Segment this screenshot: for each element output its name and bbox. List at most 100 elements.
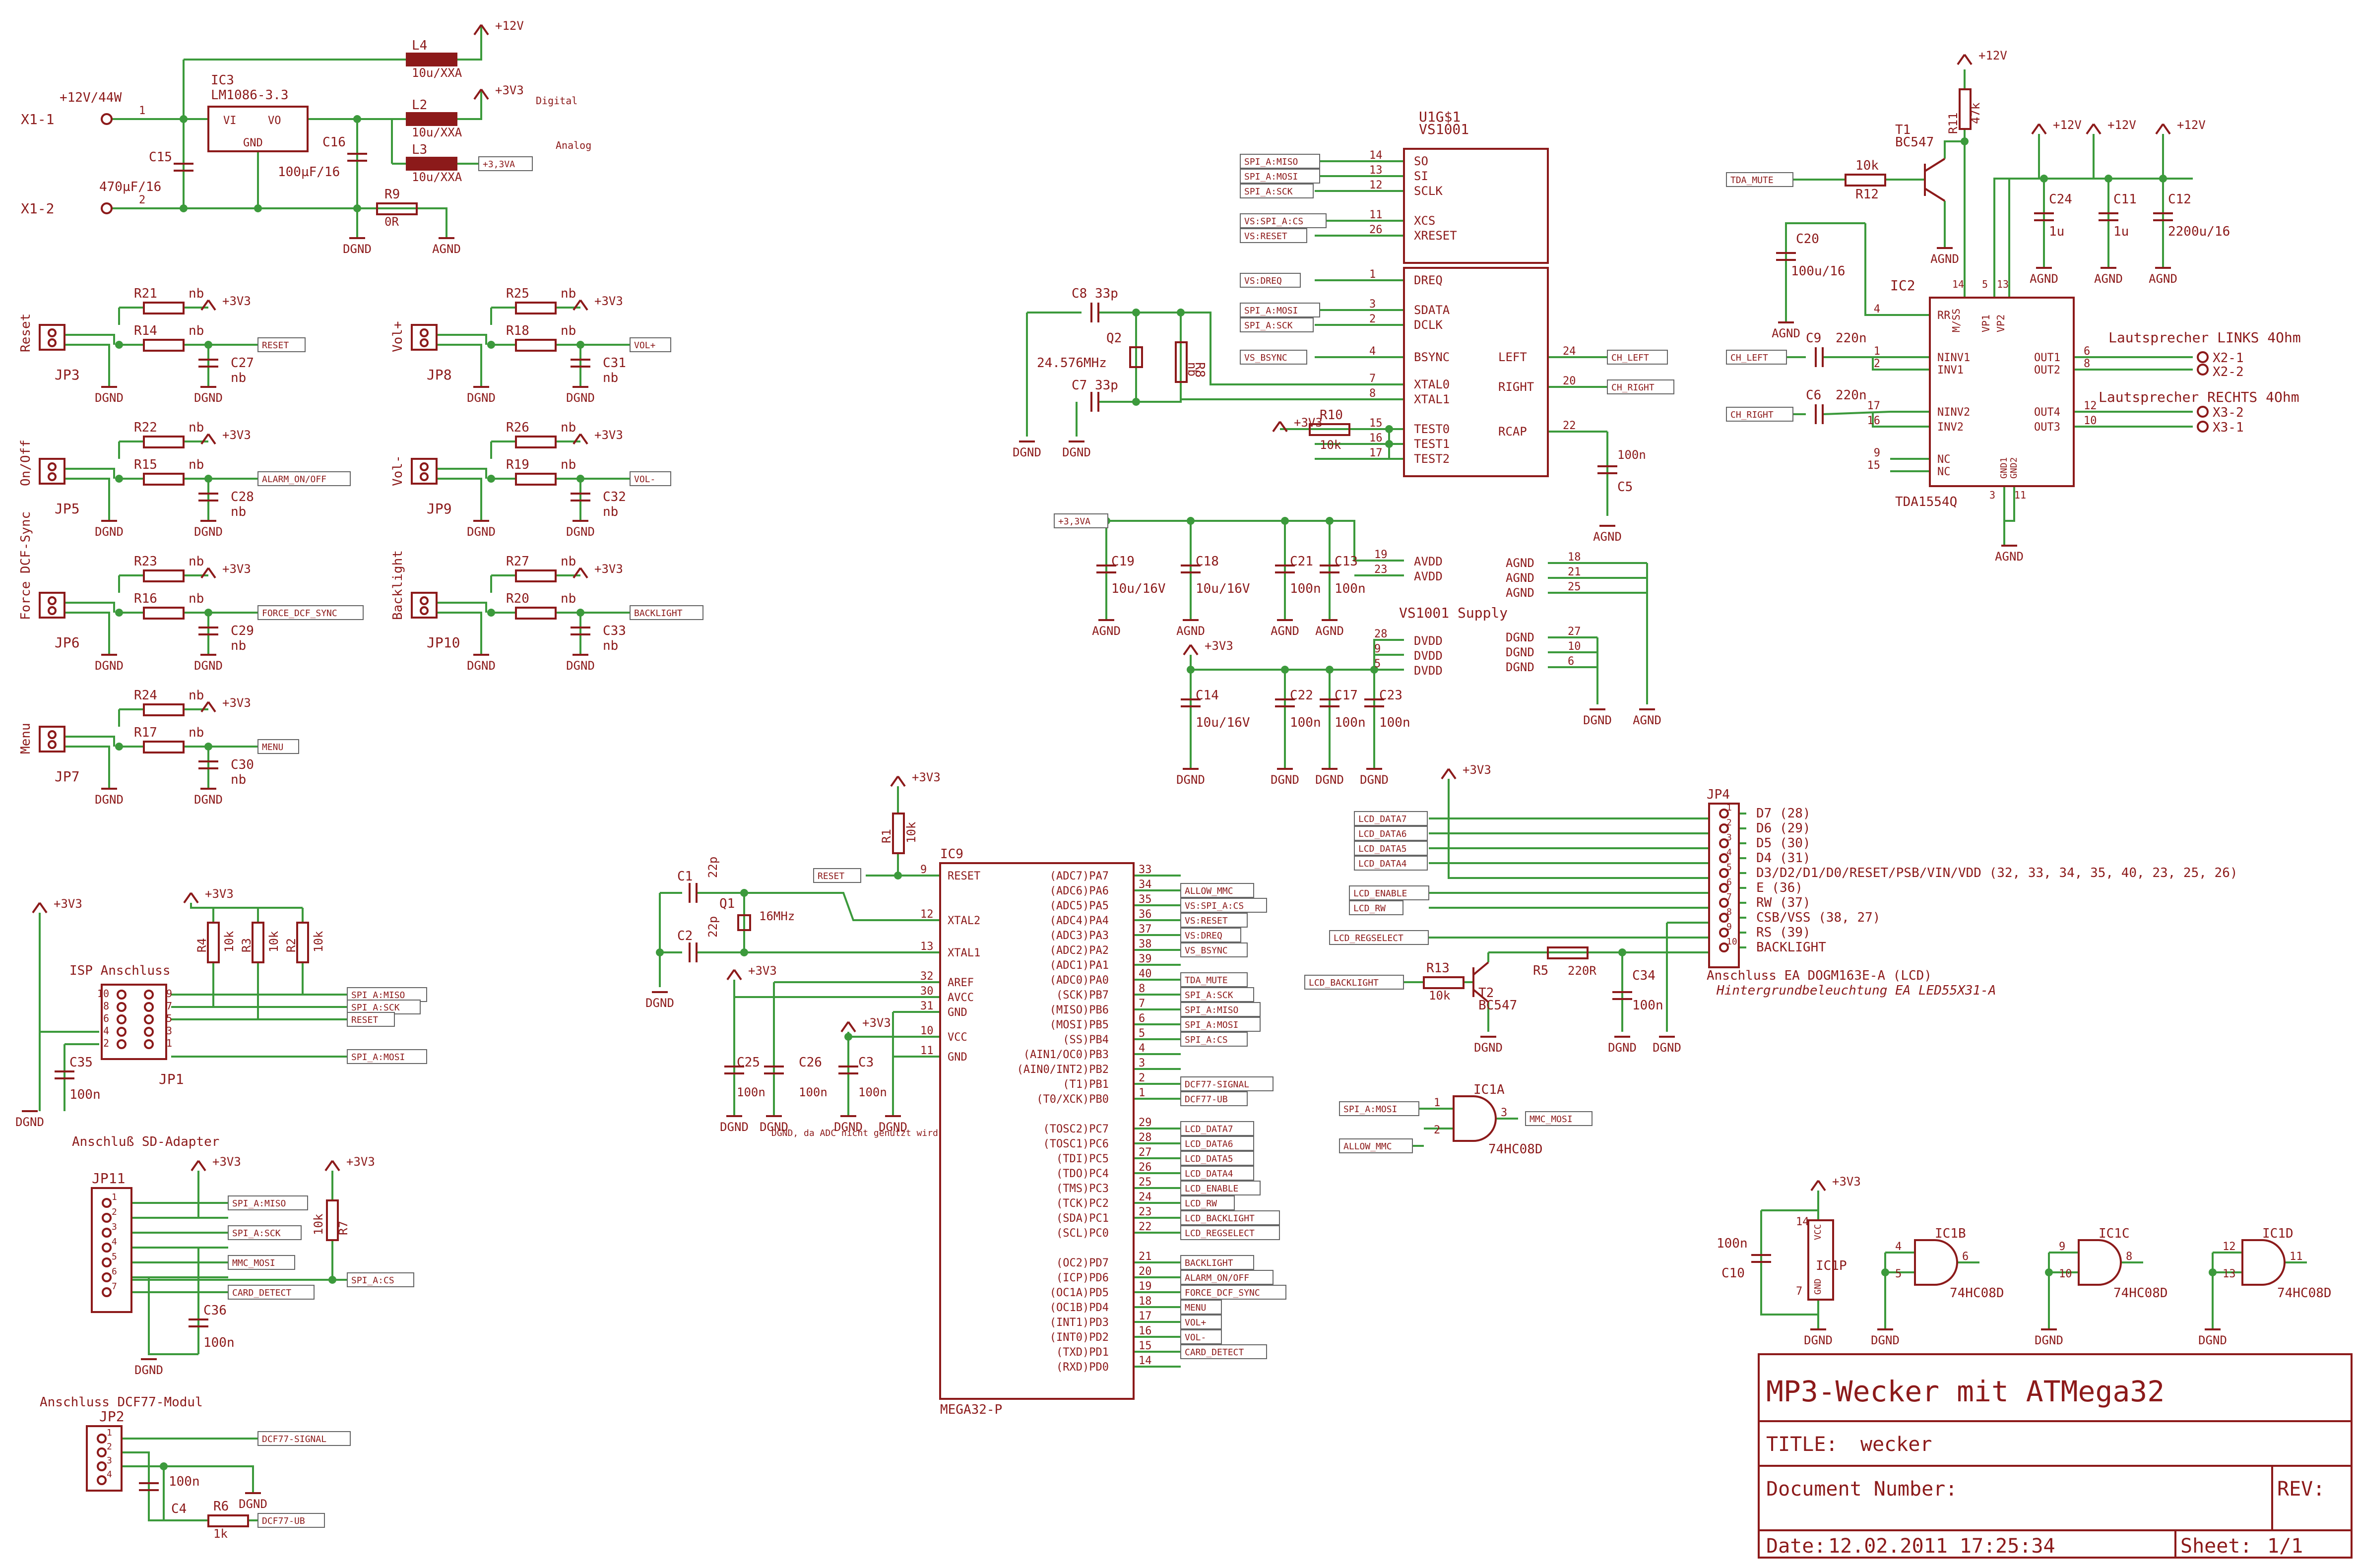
vs-pin-name: XTAL0 bbox=[1414, 377, 1450, 391]
label: JP2 bbox=[99, 1408, 125, 1425]
ground-label: DGND bbox=[1474, 1041, 1503, 1055]
vs1001-lower bbox=[1403, 267, 1549, 477]
label: 14 bbox=[1952, 278, 1964, 290]
label: 1k bbox=[213, 1527, 228, 1541]
supply-arrow bbox=[847, 1021, 856, 1033]
label: 4 bbox=[1874, 303, 1880, 315]
wire bbox=[437, 334, 487, 345]
lcd-pin bbox=[1719, 809, 1729, 818]
mcu-net-label: LCD_DATA6 bbox=[1185, 1139, 1233, 1149]
net-flag bbox=[1607, 379, 1674, 394]
vs1001-upper bbox=[1403, 148, 1549, 264]
resistor-r8 bbox=[1175, 341, 1188, 383]
label: AVCC bbox=[948, 992, 974, 1004]
isp-pin bbox=[117, 1039, 127, 1049]
label: 100n bbox=[1632, 998, 1663, 1013]
supply-label: +12V bbox=[1978, 49, 2007, 63]
supply-arrow bbox=[1183, 644, 1192, 656]
label: IC1P bbox=[1816, 1258, 1847, 1273]
crystal-q2 bbox=[1129, 346, 1143, 368]
label: 27 bbox=[1139, 1146, 1152, 1159]
label: Lautsprecher LINKS 4Ohm bbox=[2108, 329, 2301, 346]
resistor-R23 bbox=[143, 569, 185, 582]
net-label: LCD_DATA7 bbox=[1358, 814, 1407, 824]
label: 10k bbox=[1320, 438, 1341, 452]
ground-label: AGND bbox=[432, 242, 461, 256]
junction bbox=[160, 1462, 168, 1470]
ground-label: DGND bbox=[834, 1120, 863, 1134]
button-side-label: Vol- bbox=[390, 455, 405, 486]
header-pin bbox=[48, 472, 57, 481]
junction bbox=[740, 889, 748, 897]
supply-arrow bbox=[190, 892, 199, 904]
mcu-net-label: SPI_A:MOSI bbox=[1185, 1020, 1238, 1030]
net-flag bbox=[228, 1255, 295, 1270]
label: (TXD)PD1 bbox=[1056, 1346, 1109, 1359]
sheet-label: Sheet: bbox=[2180, 1535, 2252, 1558]
button-side-label: Backlight bbox=[390, 550, 405, 620]
label: BC547 bbox=[1478, 998, 1517, 1013]
vs-pin-num: 13 bbox=[1369, 164, 1383, 177]
label: 6 bbox=[112, 1266, 117, 1277]
net-label: MMC_MOSI bbox=[232, 1258, 275, 1268]
resistor-r13 bbox=[1423, 976, 1465, 989]
label: 220n bbox=[1836, 388, 1867, 403]
lcd-pin bbox=[1719, 868, 1729, 878]
label: OUT1 bbox=[2034, 352, 2060, 364]
label: C30 bbox=[231, 757, 254, 772]
net-label: VOL+ bbox=[634, 340, 656, 351]
mcu-net-label: LCD_ENABLE bbox=[1185, 1184, 1238, 1194]
junction bbox=[2209, 1268, 2217, 1276]
vs-supply-label: VS1001 Supply bbox=[1399, 605, 1508, 621]
label: 2 bbox=[1434, 1124, 1440, 1136]
net-label: CH_LEFT bbox=[1611, 353, 1649, 363]
net-label: CH_LEFT bbox=[1730, 353, 1768, 363]
label: 14 bbox=[1796, 1216, 1809, 1228]
vs-net-label: VS:SPI_A:CS bbox=[1244, 216, 1303, 227]
wire bbox=[1760, 1210, 1818, 1316]
label: 33 bbox=[1139, 864, 1152, 876]
title-label: TITLE: bbox=[1766, 1433, 1838, 1456]
label: R25 bbox=[506, 286, 529, 301]
wire bbox=[64, 334, 115, 345]
label: 8 bbox=[2126, 1251, 2132, 1263]
header-pin bbox=[48, 606, 57, 615]
vs-pin-num: 4 bbox=[1369, 345, 1376, 358]
supply-arrow bbox=[726, 969, 735, 981]
label: C23 bbox=[1379, 688, 1402, 703]
ground-label: DGND bbox=[15, 1115, 44, 1129]
label: 100n bbox=[858, 1085, 887, 1099]
label: 220R bbox=[1568, 964, 1596, 978]
label: 10k bbox=[312, 931, 325, 952]
label: 10 bbox=[2059, 1268, 2072, 1280]
label: (SDA)PC1 bbox=[1056, 1212, 1109, 1225]
vs-pin-name: XRESET bbox=[1414, 229, 1457, 243]
label: nb bbox=[561, 457, 576, 472]
header-pin bbox=[420, 472, 429, 481]
header-pin bbox=[420, 338, 429, 347]
label: AREF bbox=[948, 977, 974, 989]
mcu-net-label: VS_BSYNC bbox=[1185, 945, 1228, 956]
junction bbox=[1132, 309, 1140, 316]
label: 9 bbox=[920, 864, 927, 876]
lcd-pin bbox=[1719, 853, 1729, 863]
lcd-pin-label: BACKLIGHT bbox=[1756, 940, 1826, 955]
net-flag bbox=[257, 471, 351, 486]
supply-label: +3V3 bbox=[212, 1155, 241, 1169]
label: C24 bbox=[2049, 192, 2072, 207]
label: (SCK)PB7 bbox=[1056, 989, 1109, 1002]
label: 47k bbox=[1969, 102, 1982, 124]
wire bbox=[1872, 412, 1890, 428]
label: 3 bbox=[112, 1222, 117, 1232]
and-gate-ic1d bbox=[2241, 1239, 2286, 1286]
ground-label: DGND bbox=[2035, 1333, 2063, 1347]
label: C21 bbox=[1290, 554, 1313, 569]
net-flag bbox=[1354, 826, 1428, 841]
lcd-pin-label: RS (39) bbox=[1756, 925, 1811, 940]
net-flag bbox=[1525, 1111, 1593, 1126]
net-label: MMC_MOSI bbox=[1529, 1114, 1573, 1125]
net-flag bbox=[228, 1225, 302, 1240]
label: nb bbox=[189, 420, 204, 435]
wire bbox=[1823, 411, 1891, 415]
net-flag bbox=[1180, 972, 1248, 987]
